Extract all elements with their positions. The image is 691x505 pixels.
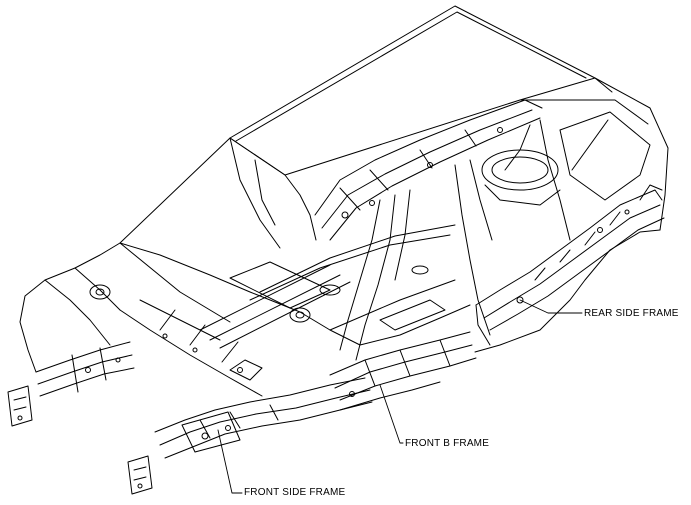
rear-quarter (454, 119, 571, 336)
b-pillar (339, 189, 411, 361)
rear-side-frame-label: REAR SIDE FRAME (584, 308, 679, 319)
leader-lines (217, 299, 583, 494)
front-b-frame-part (329, 331, 477, 411)
front-left-lower-frame (7, 341, 135, 427)
roof-panel (229, 5, 596, 176)
floor-pan (249, 224, 471, 346)
front-side-frame-label: FRONT SIDE FRAME (244, 487, 346, 498)
windshield-frame (119, 137, 317, 313)
rear-side-frame-part (475, 184, 665, 346)
engine-bay (44, 267, 311, 397)
body-outline (19, 77, 669, 373)
front-b-frame-label: FRONT B FRAME (405, 438, 490, 449)
rear-side-frame-leader (519, 299, 583, 314)
front-side-frame-part (127, 377, 373, 495)
front-side-frame-leader (217, 429, 243, 494)
floor-cross-members (199, 261, 351, 349)
roof-side-rail (314, 99, 543, 241)
front-b-frame-leader (379, 384, 404, 444)
